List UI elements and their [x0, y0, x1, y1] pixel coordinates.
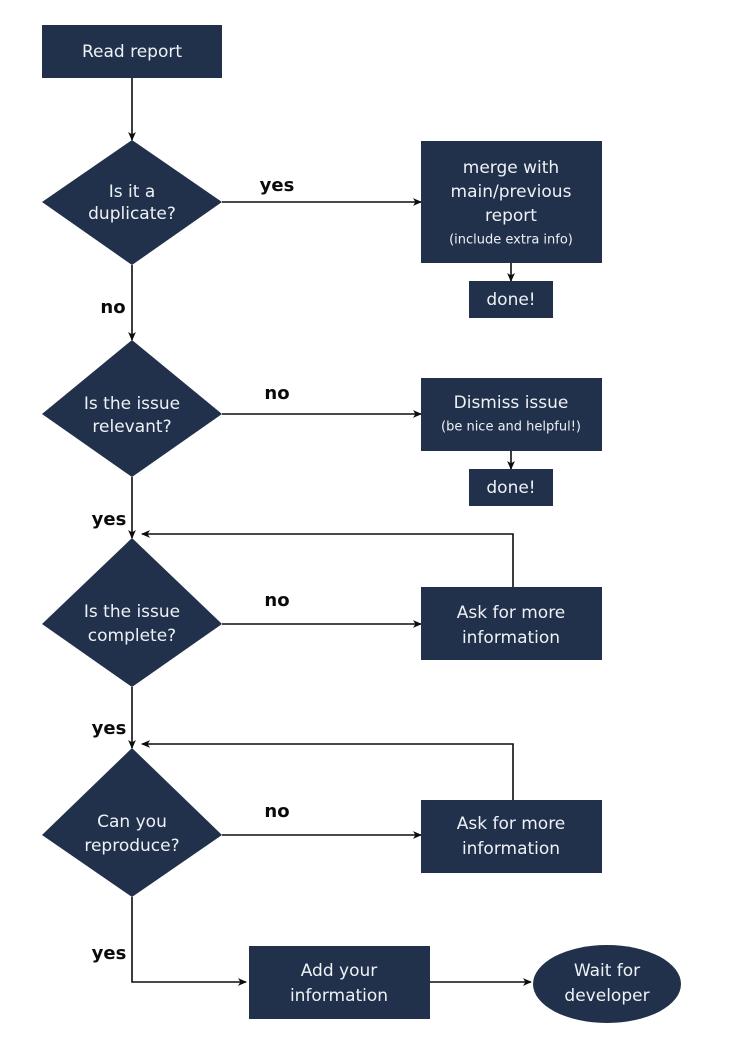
done-merge-label: done!: [486, 290, 535, 310]
wait-for-developer-label-line2: developer: [564, 986, 649, 1006]
edges-group: [128, 78, 532, 986]
ask-more-information-1-label-line1: Ask for more: [457, 603, 566, 623]
add-your-information-box[interactable]: [249, 946, 430, 1019]
edge-ask-2-loopback-to-reproduce: [141, 740, 514, 800]
node-add-your-information[interactable]: Add your information: [249, 946, 430, 1019]
node-is-relevant[interactable]: Is the issue relevant?: [42, 340, 222, 477]
can-reproduce-label-line1: Can you: [97, 812, 167, 832]
ask-more-information-1-label-line2: information: [462, 628, 560, 648]
edge-label-duplicate-yes: yes: [260, 175, 295, 196]
merge-report-label-line3: report: [485, 206, 537, 226]
ask-more-information-2-label-line2: information: [462, 839, 560, 859]
node-done-merge[interactable]: done!: [469, 281, 553, 318]
can-reproduce-diamond[interactable]: [42, 748, 222, 897]
node-dismiss-issue[interactable]: Dismiss issue (be nice and helpful!): [421, 378, 602, 451]
merge-report-label-line2: main/previous: [451, 182, 572, 202]
ask-more-information-2-label-line1: Ask for more: [457, 814, 566, 834]
is-duplicate-label-line1: Is it a: [109, 182, 155, 202]
dismiss-issue-label-line1: Dismiss issue: [454, 393, 569, 413]
is-relevant-diamond[interactable]: [42, 340, 222, 477]
can-reproduce-label-line2: reproduce?: [84, 836, 179, 856]
edge-label-reproduce-yes: yes: [92, 943, 127, 964]
is-complete-label-line2: complete?: [88, 626, 176, 646]
edge-label-relevant-yes: yes: [92, 509, 127, 530]
merge-report-label-line4: (include extra info): [449, 233, 573, 248]
node-ask-more-information-2[interactable]: Ask for more information: [421, 800, 602, 873]
is-relevant-label-line2: relevant?: [92, 417, 171, 437]
node-is-duplicate[interactable]: Is it a duplicate?: [42, 140, 222, 265]
is-duplicate-label-line2: duplicate?: [88, 204, 176, 224]
node-can-reproduce[interactable]: Can you reproduce?: [42, 748, 222, 897]
done-merge-box[interactable]: [469, 281, 553, 318]
edge-label-reproduce-no: no: [264, 801, 289, 822]
read-report-label: Read report: [82, 42, 182, 62]
is-complete-label-line1: Is the issue: [84, 602, 180, 622]
edge-ask-1-loopback-to-complete: [141, 530, 514, 587]
node-read-report[interactable]: Read report: [42, 25, 222, 78]
is-relevant-label-line1: Is the issue: [84, 394, 180, 414]
is-complete-diamond[interactable]: [42, 538, 222, 687]
done-dismiss-label: done!: [486, 478, 535, 498]
node-ask-more-information-1[interactable]: Ask for more information: [421, 587, 602, 660]
add-your-information-label-line1: Add your: [301, 961, 378, 981]
read-report-box[interactable]: [42, 25, 222, 78]
done-dismiss-box[interactable]: [469, 469, 553, 506]
wait-for-developer-label-line1: Wait for: [574, 961, 640, 981]
node-is-complete[interactable]: Is the issue complete?: [42, 538, 222, 687]
node-wait-for-developer[interactable]: Wait for developer: [533, 945, 681, 1023]
edge-label-complete-yes: yes: [92, 718, 127, 739]
dismiss-issue-box[interactable]: [421, 378, 602, 451]
edge-labels-group: yes no no yes no yes no yes: [92, 175, 295, 964]
edge-label-complete-no: no: [264, 590, 289, 611]
ask-more-information-2-box[interactable]: [421, 800, 602, 873]
edge-label-duplicate-no: no: [100, 297, 125, 318]
node-merge-report[interactable]: merge with main/previous report (include…: [421, 141, 602, 263]
edge-label-relevant-no: no: [264, 383, 289, 404]
add-your-information-label-line2: information: [290, 986, 388, 1006]
edge-reproduce-yes-to-add-info: [131, 897, 247, 986]
is-duplicate-diamond[interactable]: [42, 140, 222, 265]
merge-report-label-line1: merge with: [463, 158, 559, 178]
ask-more-information-1-box[interactable]: [421, 587, 602, 660]
wait-for-developer-ellipse[interactable]: [533, 945, 681, 1023]
merge-report-box[interactable]: [421, 141, 602, 263]
dismiss-issue-label-line2: (be nice and helpful!): [441, 420, 581, 435]
node-done-dismiss[interactable]: done!: [469, 469, 553, 506]
